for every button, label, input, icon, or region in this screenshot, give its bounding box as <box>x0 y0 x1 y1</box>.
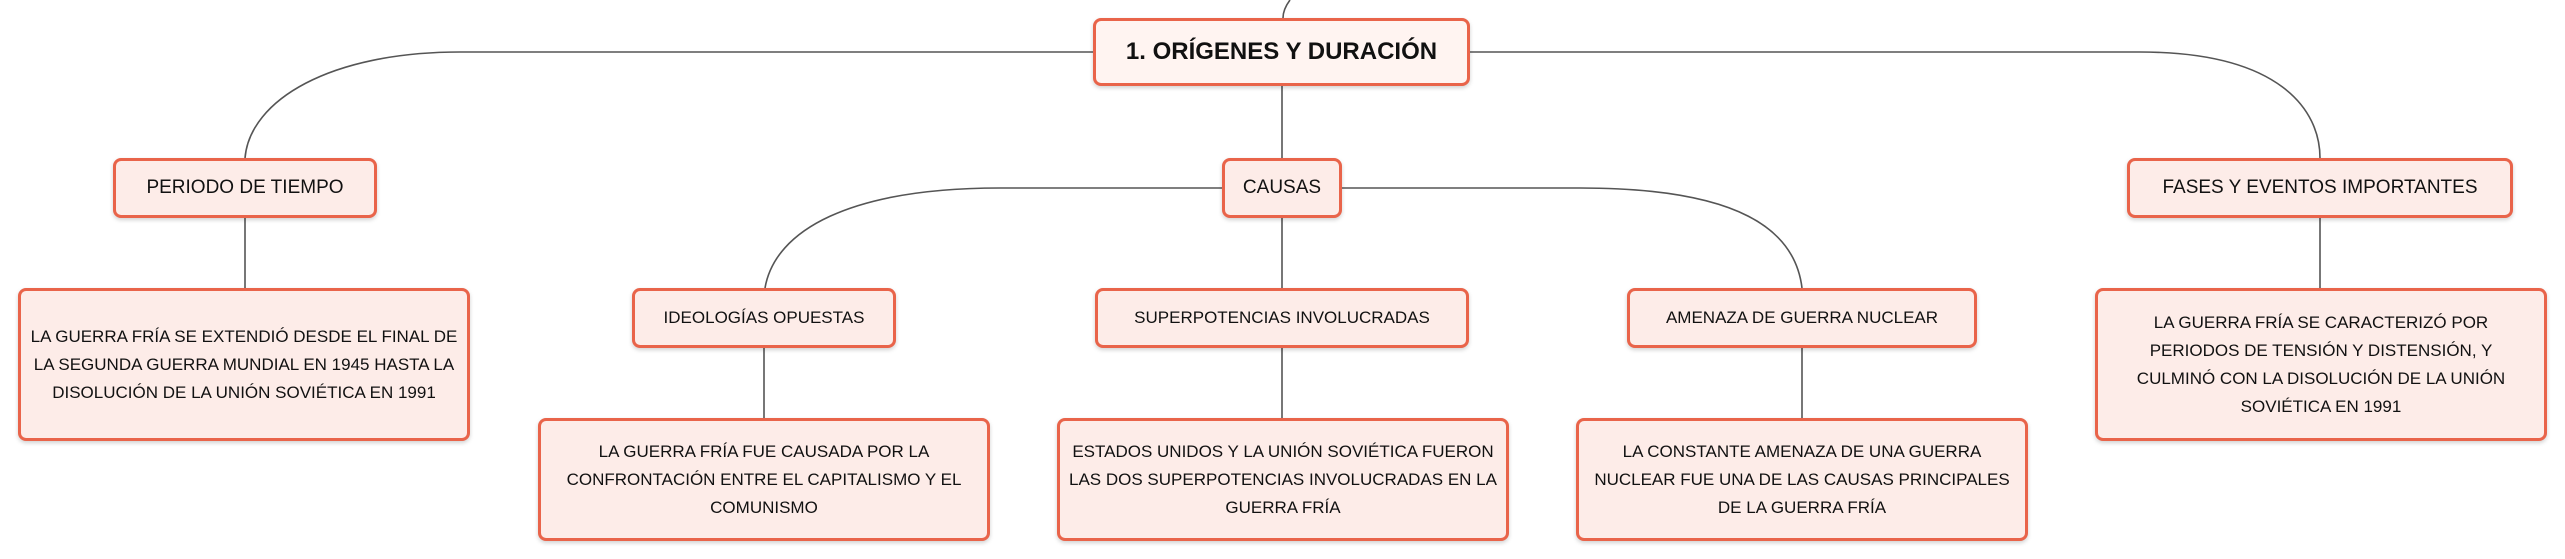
subtopic-amenaza-de-guerra-nuclear[interactable]: AMENAZA DE GUERRA NUCLEAR <box>1627 288 1977 348</box>
detail-text: LA GUERRA FRÍA SE EXTENDIÓ DESDE EL FINA… <box>30 326 458 402</box>
topic-fases-y-eventos[interactable]: FASES Y EVENTOS IMPORTANTES <box>2127 158 2513 218</box>
subtopic-superpotencias-involucradas[interactable]: SUPERPOTENCIAS INVOLUCRADAS <box>1095 288 1469 348</box>
topic-label: FASES Y EVENTOS IMPORTANTES <box>2162 177 2478 198</box>
detail-periodo-de-tiempo[interactable]: LA GUERRA FRÍA SE EXTENDIÓ DESDE EL FINA… <box>18 288 470 441</box>
subtopic-ideologias-opuestas[interactable]: IDEOLOGÍAS OPUESTAS <box>632 288 896 348</box>
detail-text: ESTADOS UNIDOS Y LA UNIÓN SOVIÉTICA FUER… <box>1069 441 1497 517</box>
topic-label: PERIODO DE TIEMPO <box>146 177 344 198</box>
connector-parent <box>1282 0 1291 19</box>
subtopic-label: SUPERPOTENCIAS INVOLUCRADAS <box>1134 308 1430 327</box>
subtopic-label: IDEOLOGÍAS OPUESTAS <box>663 308 865 327</box>
detail-ideologias-opuestas[interactable]: LA GUERRA FRÍA FUE CAUSADA POR LA CONFRO… <box>538 418 990 541</box>
topic-label: CAUSAS <box>1242 177 1322 198</box>
connector-root-periodo <box>244 51 1093 159</box>
topic-causas[interactable]: CAUSAS <box>1222 158 1342 218</box>
topic-periodo-de-tiempo[interactable]: PERIODO DE TIEMPO <box>113 158 377 218</box>
connector-root-fases <box>1470 51 2321 159</box>
detail-superpotencias-involucradas[interactable]: ESTADOS UNIDOS Y LA UNIÓN SOVIÉTICA FUER… <box>1057 418 1509 541</box>
detail-text: LA GUERRA FRÍA SE CARACTERIZÓ POR PERIOD… <box>2136 312 2506 416</box>
root-topic[interactable]: 1. ORÍGENES Y DURACIÓN <box>1093 18 1470 86</box>
detail-fases-y-eventos[interactable]: LA GUERRA FRÍA SE CARACTERIZÓ POR PERIOD… <box>2095 288 2547 441</box>
detail-text: LA CONSTANTE AMENAZA DE UNA GUERRA NUCLE… <box>1594 441 2010 517</box>
detail-amenaza-de-guerra-nuclear[interactable]: LA CONSTANTE AMENAZA DE UNA GUERRA NUCLE… <box>1576 418 2028 541</box>
connector-causas-amenaza <box>1342 187 1803 289</box>
subtopic-label: AMENAZA DE GUERRA NUCLEAR <box>1665 308 1939 327</box>
connector-causas-ideologias <box>764 187 1222 289</box>
detail-text: LA GUERRA FRÍA FUE CAUSADA POR LA CONFRO… <box>566 441 962 517</box>
root-topic-label: 1. ORÍGENES Y DURACIÓN <box>1125 38 1438 65</box>
